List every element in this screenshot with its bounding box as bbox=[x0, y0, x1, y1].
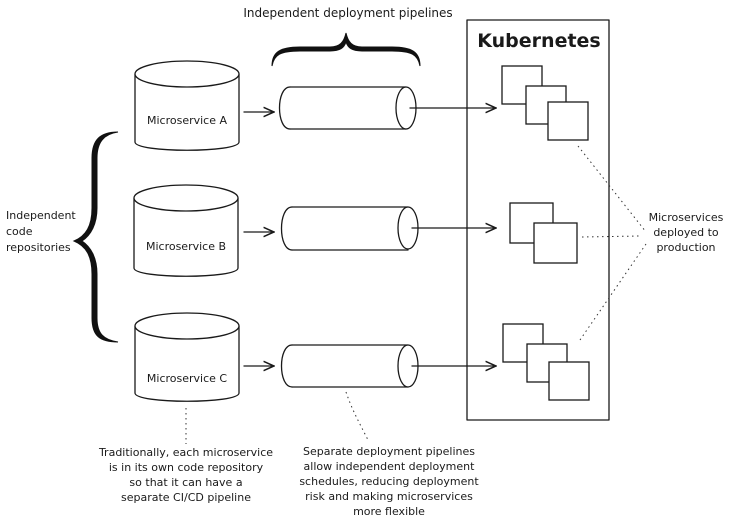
microservice-c-repository: Microservice C bbox=[134, 312, 240, 402]
svg-text:separate CI/CD pipeline: separate CI/CD pipeline bbox=[121, 491, 251, 504]
pipelines-brace bbox=[271, 32, 421, 67]
dotted-connector-b bbox=[581, 235, 641, 238]
svg-text:Separate deployment pipelines: Separate deployment pipelines bbox=[303, 445, 475, 458]
svg-text:production: production bbox=[656, 241, 715, 254]
microservice-b-repository: Microservice B bbox=[133, 184, 239, 277]
pipeline-c bbox=[280, 344, 419, 388]
pipeline-a bbox=[278, 86, 417, 130]
microservice-a-label: Microservice A bbox=[147, 114, 228, 127]
pods-microservice-b bbox=[509, 202, 578, 264]
microservice-c-label: Microservice C bbox=[147, 372, 228, 385]
deployed-to-production-label: Microservices deployed to production bbox=[649, 211, 724, 254]
svg-text:is in its own code repository: is in its own code repository bbox=[109, 461, 264, 474]
svg-text:Traditionally, each microservi: Traditionally, each microservice bbox=[98, 446, 273, 459]
svg-text:schedules, reducing deployment: schedules, reducing deployment bbox=[299, 475, 479, 488]
svg-text:allow independent deployment: allow independent deployment bbox=[304, 460, 476, 473]
svg-text:repositories: repositories bbox=[6, 241, 71, 254]
dotted-connector-pipeline-note bbox=[345, 391, 369, 441]
microservice-a-repository: Microservice A bbox=[134, 60, 240, 151]
microservice-b-label: Microservice B bbox=[146, 240, 226, 253]
svg-text:risk and making microservices: risk and making microservices bbox=[305, 490, 473, 503]
svg-text:more flexible: more flexible bbox=[353, 505, 425, 518]
svg-text:Independent: Independent bbox=[6, 209, 76, 222]
pipeline-note: Separate deployment pipelines allow inde… bbox=[299, 445, 479, 518]
svg-text:so that it can have a: so that it can have a bbox=[129, 476, 242, 489]
kubernetes-label: Kubernetes bbox=[477, 30, 600, 52]
repository-note: Traditionally, each microservice is in i… bbox=[98, 446, 273, 504]
kubernetes-cluster bbox=[466, 19, 610, 421]
pods-microservice-c bbox=[502, 323, 590, 401]
dotted-connector-c bbox=[579, 243, 647, 341]
svg-text:Microservices: Microservices bbox=[649, 211, 724, 224]
pods-microservice-a bbox=[501, 65, 589, 141]
dotted-connector-a bbox=[577, 145, 647, 233]
svg-text:code: code bbox=[6, 225, 33, 238]
pipeline-b bbox=[280, 206, 419, 251]
repositories-brace bbox=[72, 131, 119, 343]
pipelines-header-label: Independent deployment pipelines bbox=[243, 6, 452, 20]
svg-text:deployed to: deployed to bbox=[653, 226, 719, 239]
repositories-label: Independent code repositories bbox=[6, 209, 76, 254]
